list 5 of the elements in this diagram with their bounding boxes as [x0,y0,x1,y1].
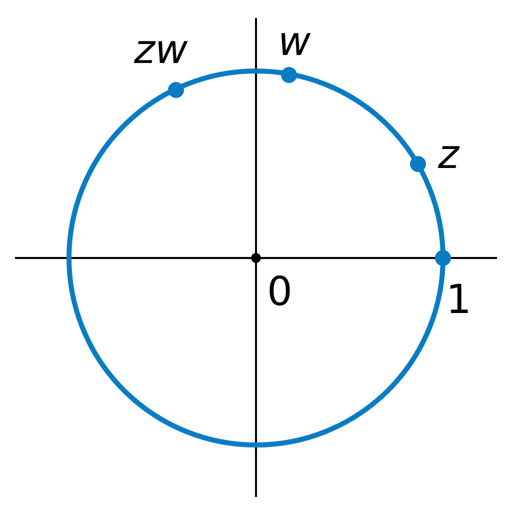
axis-value-label: 1 [446,280,472,320]
point-label: w [278,22,311,62]
point-label: zw [134,30,188,70]
origin-label: 0 [267,272,292,312]
point-label: z [438,135,459,175]
